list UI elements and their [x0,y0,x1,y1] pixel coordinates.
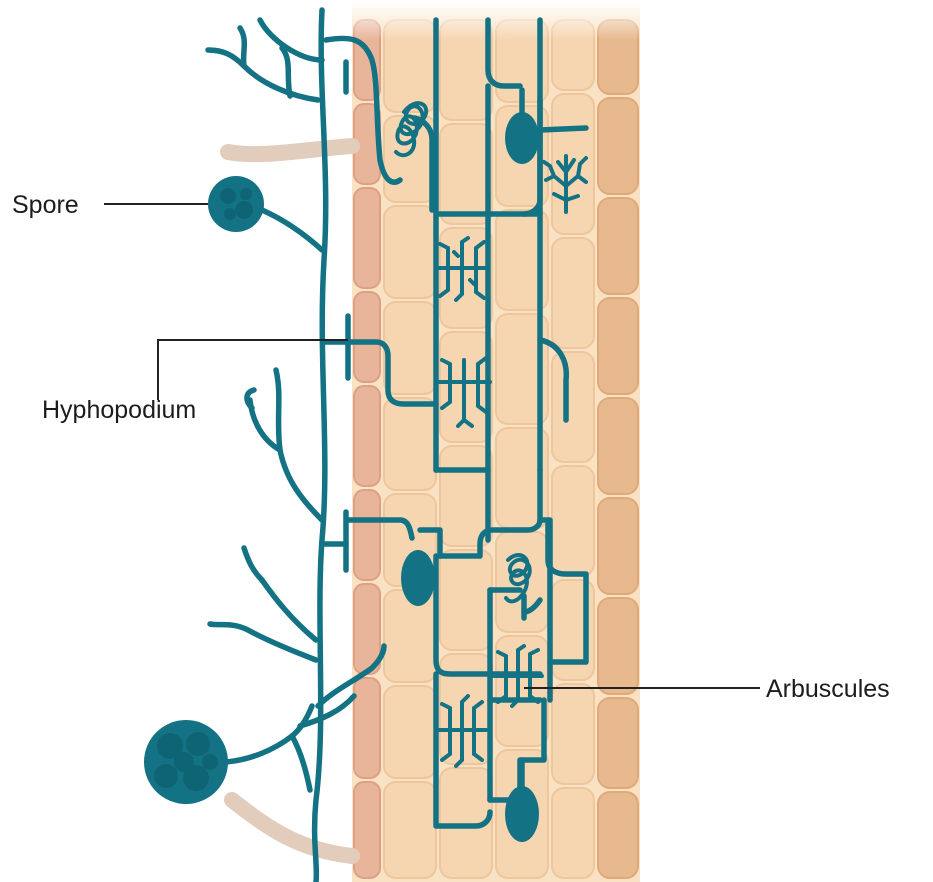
hyphopodia [324,316,348,570]
vesicle [505,112,539,164]
hyphopodium-label: Hyphopodium [42,396,196,424]
spore-large [144,720,228,804]
spore-label: Spore [12,191,79,219]
arbuscule [438,696,486,766]
spore-small [208,176,264,232]
root-tissue [340,0,650,882]
top-fade [340,0,650,40]
vesicle [505,786,539,842]
spores [144,176,264,804]
endodermis-cells [598,20,638,878]
arbuscules-label: Arbuscules [766,675,890,703]
vesicle [401,550,435,606]
root-hairs [228,146,352,856]
